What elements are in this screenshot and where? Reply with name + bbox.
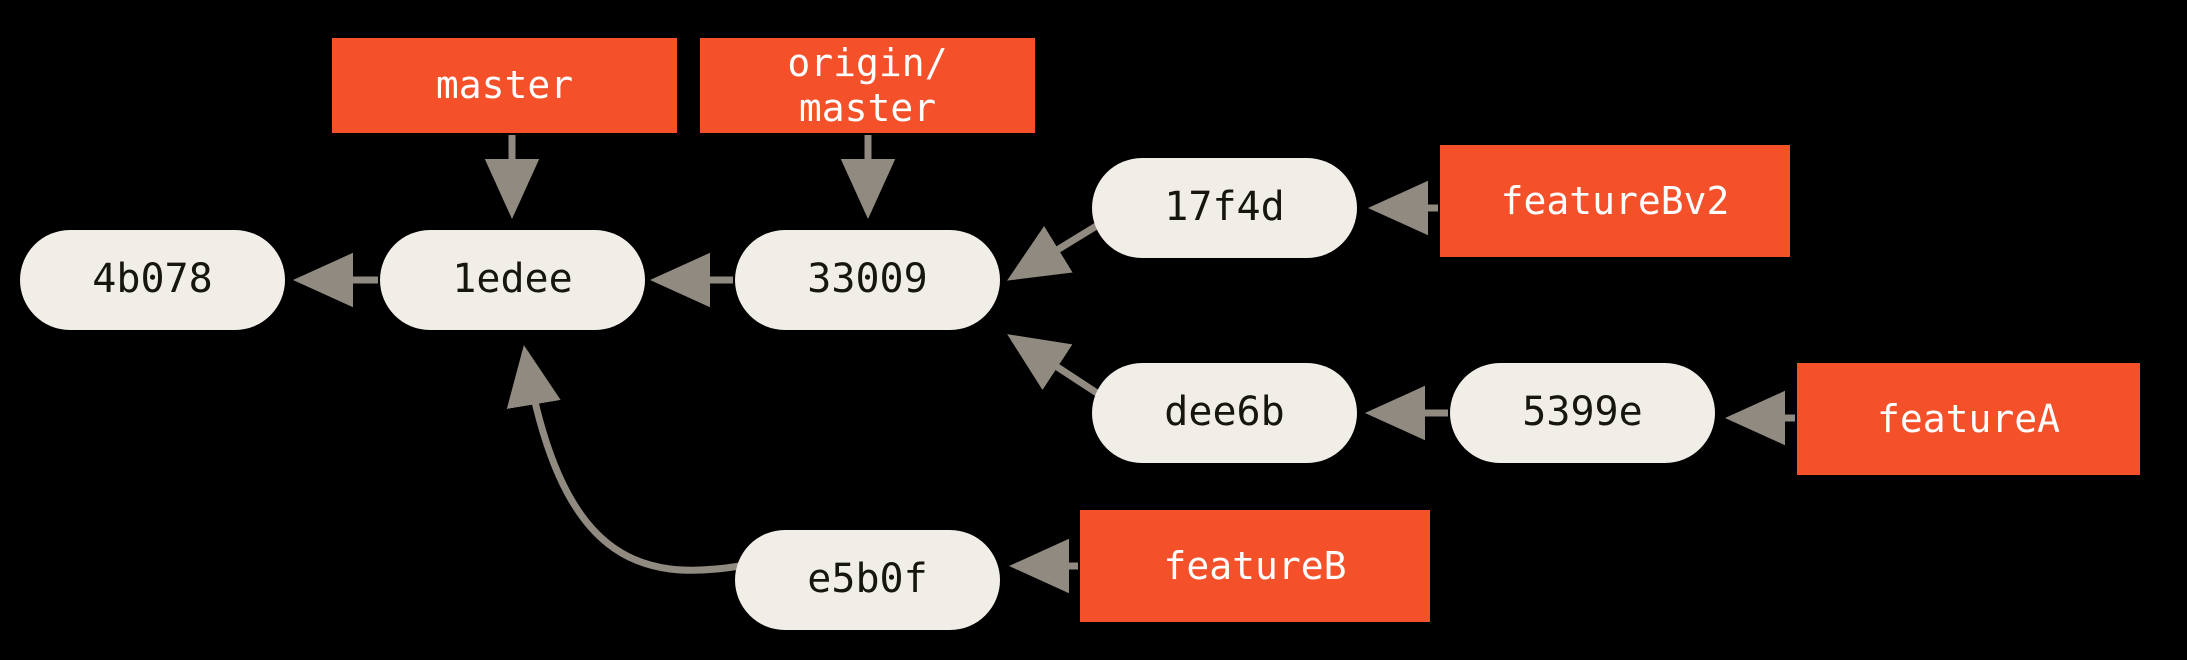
branch-label-origin-master[interactable]: origin/ master <box>700 38 1035 133</box>
branch-label-featureBv2[interactable]: featureBv2 <box>1440 145 1790 257</box>
commit-label: 5399e <box>1522 389 1643 436</box>
commit-label: 17f4d <box>1164 184 1285 231</box>
branch-label-featureA[interactable]: featureA <box>1797 363 2140 475</box>
commit-node-5399e[interactable]: 5399e <box>1450 363 1715 463</box>
commit-node-1edee[interactable]: 1edee <box>380 230 645 330</box>
commit-label: 4b078 <box>92 256 213 303</box>
branch-label-text: origin/ master <box>787 40 948 130</box>
commit-node-dee6b[interactable]: dee6b <box>1092 363 1357 463</box>
branch-label-text: master <box>435 63 574 108</box>
edge-e5b0f-to-1edee <box>506 345 741 574</box>
commit-node-33009[interactable]: 33009 <box>735 230 1000 330</box>
branch-label-text: featureA <box>1876 396 2061 441</box>
commit-node-17f4d[interactable]: 17f4d <box>1092 158 1357 258</box>
edge-dee6b-to-33009 <box>1007 334 1102 398</box>
commit-node-4b078[interactable]: 4b078 <box>20 230 285 330</box>
commit-label: e5b0f <box>807 556 928 603</box>
commit-node-e5b0f[interactable]: e5b0f <box>735 530 1000 630</box>
branch-label-featureB[interactable]: featureB <box>1080 510 1430 622</box>
branch-label-text: featureB <box>1163 543 1347 588</box>
commit-label: 33009 <box>807 256 928 303</box>
commit-label: 1edee <box>452 256 573 303</box>
branch-label-master[interactable]: master <box>332 38 677 133</box>
edge-17f4d-to-33009 <box>1007 222 1100 281</box>
commit-label: dee6b <box>1164 389 1285 436</box>
branch-label-text: featureBv2 <box>1500 178 1730 223</box>
